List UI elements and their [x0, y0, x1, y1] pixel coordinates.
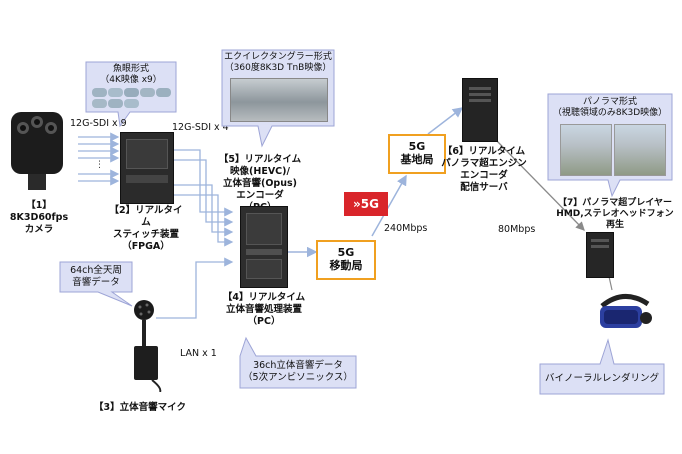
stitch-label: 【2】リアルタイム スティッチ装置 （FPGA）: [109, 205, 183, 252]
five-g-badge: [344, 192, 388, 216]
sdi-9-label: 12G-SDI x 9: [70, 118, 127, 129]
equirect-thumbnail: [230, 78, 328, 122]
sdi-4-label: 12G-SDI x 4: [172, 122, 229, 133]
mbps-80-label: 80Mbps: [498, 224, 536, 235]
base-station-box: [388, 134, 446, 174]
panorama-thumbnail-left: [560, 124, 612, 176]
mic-label: 【3】立体音響マイク: [94, 402, 186, 413]
mbps-240-label: 240Mbps: [384, 223, 428, 234]
server-to-player: [495, 139, 585, 231]
camera-icon: [6, 106, 68, 196]
five-g-badge-text: »5G: [353, 197, 379, 211]
player-pc-icon: [586, 232, 614, 278]
camera-label: 【1】8K3D60fps カメラ: [9, 200, 69, 235]
equirect-callout-text: エクイレクタングラー形式 （360度8K3D TnB映像）: [224, 52, 332, 73]
lan-line: [156, 257, 234, 319]
sdi-4-lines: [172, 149, 234, 247]
lan-label: LAN x 1: [180, 348, 217, 359]
encoder-rack-icon: [240, 206, 288, 288]
audio-proc-label: 【4】リアルタイム 立体音響処理装置 （PC）: [222, 292, 306, 327]
encoder-label: 【5】リアルタイム 映像(HEVC)/ 立体音響(Opus) エンコーダ （PC…: [218, 154, 302, 213]
base-station-label: 5G 基地局: [400, 140, 434, 166]
binaural-callout-text: バイノーラルレンダリング: [544, 373, 659, 384]
ch36-callout-text: 36ch立体音響データ （5次アンビソニックス）: [243, 360, 353, 383]
sdi-9-lines: [78, 132, 120, 186]
hmd-headset-icon: [594, 288, 654, 338]
mobile-station-box: [316, 240, 376, 280]
mobile-to-base: [371, 174, 407, 237]
player-label: 【7】パノラマ超プレイヤー HMD,ステレオヘッドフォン 再生: [556, 198, 674, 230]
fisheye-callout-text: 魚眼形式 （4K映像 x9）: [100, 64, 162, 85]
base-to-server: [427, 107, 464, 135]
panorama-thumbnail-right: [614, 124, 666, 176]
server-tower-icon: [462, 78, 498, 142]
panorama-callout-text: パノラマ形式 （視聴領域のみ8K3D映像）: [552, 97, 668, 118]
dots-a: ⋮: [95, 160, 104, 170]
microphone-icon: [126, 296, 166, 393]
fpga-stitch-device-icon: [120, 132, 174, 204]
server-label: 【6】リアルタイム パノラマ超エンジン エンコーダ 配信サーバ: [441, 146, 527, 193]
fisheye-thumbnails: [92, 88, 172, 108]
ch64-callout-text: 64ch全天周 音響データ: [70, 265, 122, 288]
mobile-station-label: 5G 移動局: [329, 246, 363, 272]
